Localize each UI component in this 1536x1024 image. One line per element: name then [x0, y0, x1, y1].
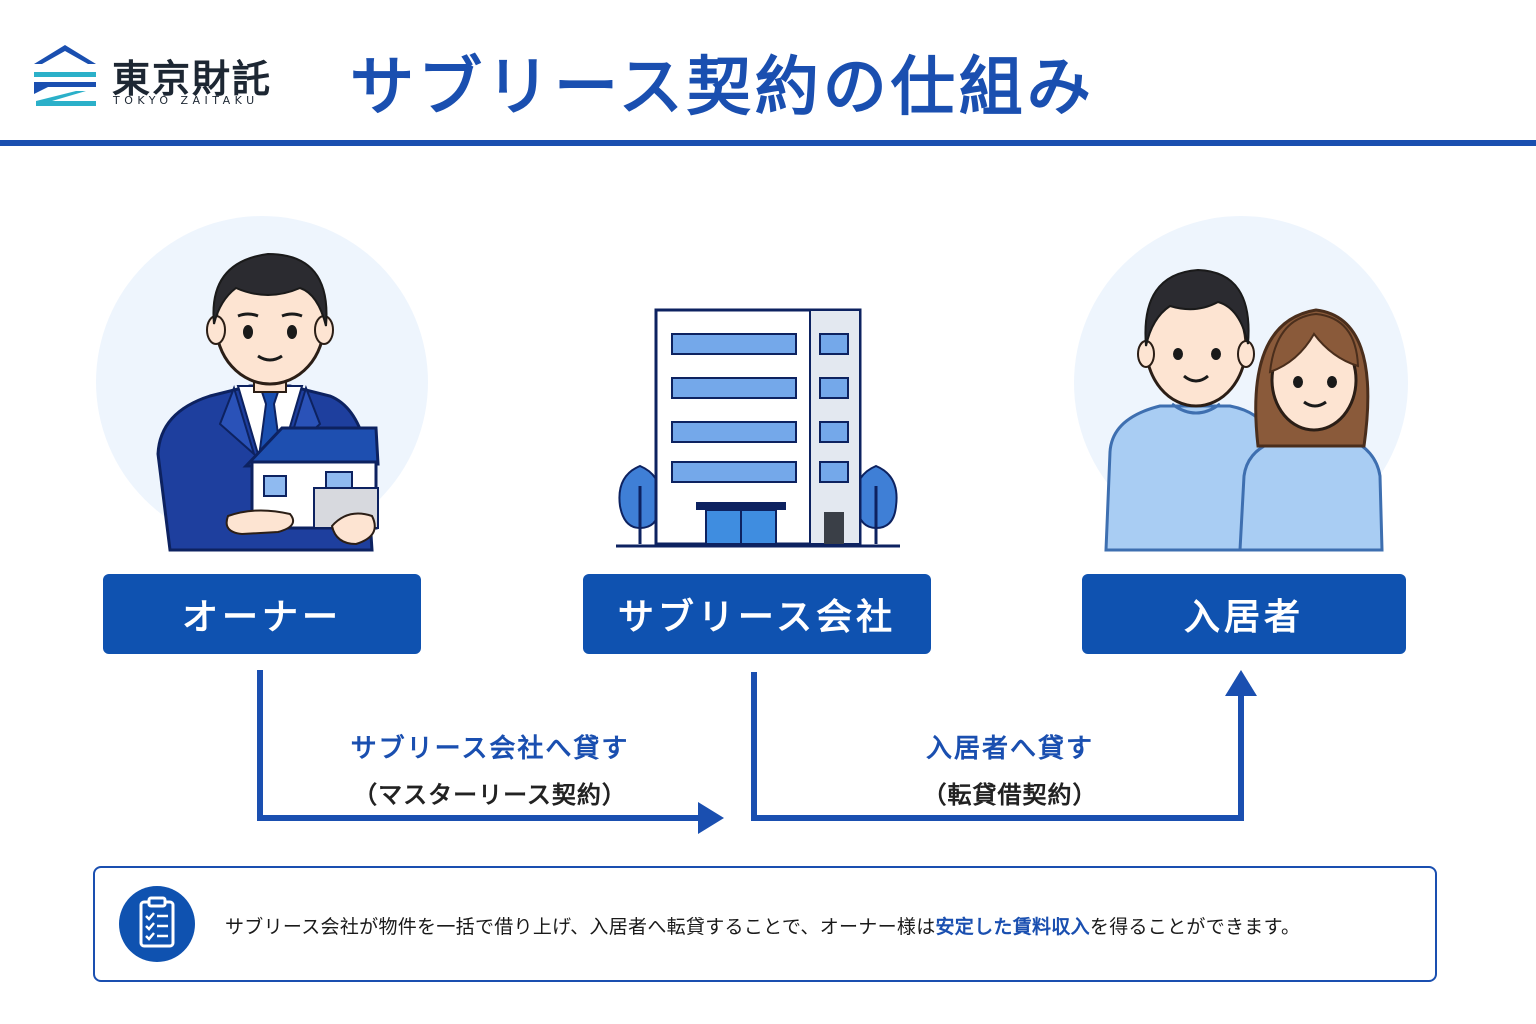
- arrow-head-up-icon: [1225, 670, 1257, 696]
- logo-text-jp: 東京財託: [112, 57, 273, 101]
- flow-label-sublease-sub: （転貸借契約）: [922, 781, 1098, 809]
- owner-illustration-icon: [156, 252, 380, 552]
- logo-text-en: TOKYO ZAITAKU: [113, 94, 259, 107]
- couple-illustration-icon: [1104, 268, 1384, 552]
- role-box-sublease-company: サブリース会社: [583, 574, 931, 654]
- arrow-head-right-icon: [698, 802, 724, 834]
- clipboard-checklist-icon: [119, 886, 195, 962]
- role-box-owner: オーナー: [103, 574, 421, 654]
- note-text-after: を得ることができます。: [1089, 916, 1301, 938]
- header-divider: [0, 140, 1536, 146]
- page-title: サブリース契約の仕組み: [350, 51, 1095, 125]
- flow-label-master-lease-main: サブリース会社へ貸す: [350, 734, 630, 764]
- summary-note-text: サブリース会社が物件を一括で借り上げ、入居者へ転貸することで、オーナー様は安定し…: [225, 912, 1300, 939]
- summary-note: サブリース会社が物件を一括で借り上げ、入居者へ転貸することで、オーナー様は安定し…: [93, 866, 1437, 982]
- flow-label-sublease: 入居者へ貸す （転貸借契約）: [860, 728, 1160, 810]
- role-box-tenant: 入居者: [1082, 574, 1406, 654]
- flow-label-master-lease: サブリース会社へ貸す （マスターリース契約）: [300, 728, 680, 810]
- logo-mark-icon: [34, 45, 96, 106]
- arrow-owner-to-company: [257, 670, 700, 821]
- arrow-company-to-tenant: [751, 672, 1244, 821]
- header: 東京財託 TOKYO ZAITAKU サブリース契約の仕組み: [0, 0, 1536, 146]
- flow-label-sublease-main: 入居者へ貸す: [925, 734, 1094, 764]
- building-illustration-icon: [616, 308, 900, 548]
- note-text-before: サブリース会社が物件を一括で借り上げ、入居者へ転貸することで、オーナー様は: [225, 916, 936, 938]
- flow-label-master-lease-sub: （マスターリース契約）: [353, 781, 627, 809]
- note-text-highlight: 安定した賃料収入: [935, 916, 1090, 938]
